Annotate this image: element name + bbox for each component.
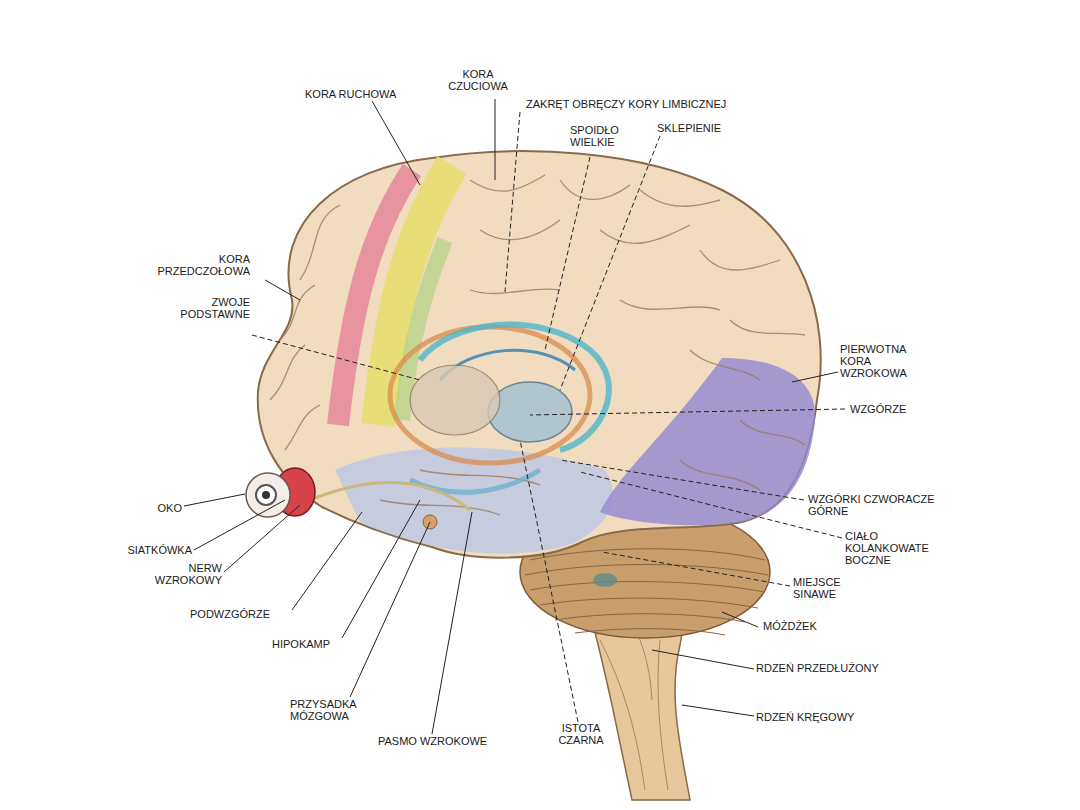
part-label: NERW WZROKOWY	[140, 562, 222, 586]
part-label: RDZEŃ PRZEDŁUŻONY	[756, 662, 926, 674]
part-label: WZGÓRZE	[850, 403, 940, 415]
part-label: CIAŁO KOLANKOWATE BOCZNE	[845, 530, 943, 566]
part-label: MIEJSCE SINAWE	[793, 576, 863, 600]
part-label: PIERWOTNA KORA WZROKOWA	[840, 343, 922, 379]
part-label: SKLEPIENIE	[657, 122, 767, 134]
part-label: SPOIDŁO WIELKIE	[570, 124, 634, 148]
part-label: RDZEŃ KRĘGOWY	[756, 711, 906, 723]
part-label: PRZYSADKA MÓZGOWA	[290, 698, 380, 722]
part-label: ZWOJE PODSTAWNE	[170, 296, 250, 320]
eye	[246, 473, 290, 517]
visual-cortex	[600, 358, 815, 525]
part-label: HIPOKAMP	[272, 638, 372, 650]
part-label: KORA RUCHOWA	[305, 88, 425, 100]
leader-lines	[184, 99, 838, 734]
part-label: KORA CZUCIOWA	[440, 68, 516, 92]
part-label: PASMO WZROKOWE	[378, 735, 528, 747]
part-label: ZAKRĘT OBRĘCZY KORY LIMBICZNEJ	[526, 98, 786, 110]
part-label: PODWZGÓRZE	[190, 608, 300, 620]
part-label: KORA PRZEDCZOŁOWA	[150, 253, 250, 277]
part-label: WZGÓRKI CZWORACZE GÓRNE	[808, 493, 948, 517]
cerebrum	[258, 151, 821, 558]
part-label: OKO	[150, 502, 182, 514]
part-label: SIATKÓWKA	[110, 544, 192, 556]
part-label: MÓŻDŻEK	[763, 620, 853, 632]
part-label: ISTOTA CZARNA	[548, 722, 614, 746]
